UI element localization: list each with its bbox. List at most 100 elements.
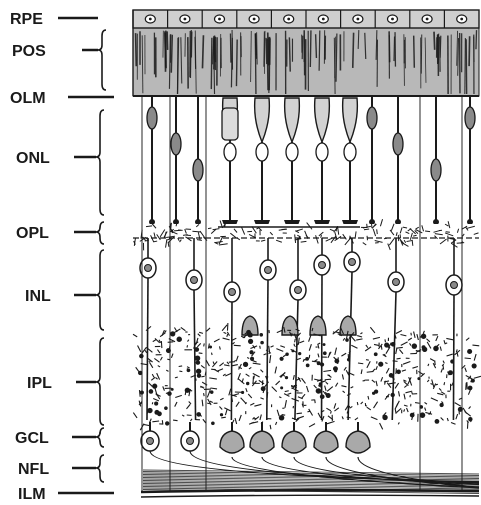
ipl-synaptic-branch — [451, 422, 456, 424]
ipl-synaptic-branch — [309, 424, 315, 427]
ipl-synaptic-branch — [468, 390, 470, 395]
ipl-synapse — [241, 391, 244, 394]
ipl-synapse — [139, 354, 144, 359]
ipl-synapse — [187, 368, 191, 372]
rpe-nucleolus — [149, 18, 152, 21]
ipl-synapse — [209, 345, 212, 348]
ipl-synaptic-branch — [207, 390, 210, 397]
ipl-synaptic-branch — [204, 393, 205, 396]
ipl-synapse — [347, 358, 350, 361]
ipl-synaptic-branch — [381, 377, 383, 381]
ipl-synaptic-branch — [360, 333, 362, 334]
ipl-synaptic-branch — [156, 378, 158, 380]
outer-segment-stroke — [310, 30, 311, 67]
ipl-synaptic-branch — [351, 387, 354, 388]
ipl-synaptic-branch — [446, 338, 453, 339]
rpe-nucleolus — [184, 18, 187, 21]
ipl-synaptic-branch — [270, 355, 271, 363]
ipl-synaptic-branch — [253, 417, 255, 419]
ipl-synaptic-branch — [381, 346, 382, 350]
inl-nucleus — [349, 259, 356, 266]
rod-nucleus — [171, 133, 181, 155]
ipl-synapse — [316, 388, 322, 394]
ipl-synapse — [152, 384, 157, 389]
ipl-synaptic-branch — [157, 350, 160, 354]
pointer-opl-bracket — [96, 222, 104, 244]
ipl-synapse — [378, 362, 383, 367]
ipl-synaptic-branch — [260, 415, 261, 420]
ipl-synaptic-branch — [334, 408, 338, 411]
ipl-synaptic-branch — [237, 356, 239, 361]
ipl-synaptic-branch — [248, 394, 252, 398]
ipl-synaptic-branch — [423, 331, 424, 334]
label-olm: OLM — [10, 90, 46, 107]
ipl-synapse — [196, 412, 201, 417]
ganglion-cell-body — [314, 431, 338, 453]
ipl-synaptic-branch — [312, 328, 313, 331]
ipl-synapse — [334, 359, 339, 364]
opl-dendrite — [364, 229, 369, 230]
ipl-synapse — [147, 408, 152, 413]
ipl-synaptic-branch — [203, 419, 206, 423]
ipl-synaptic-branch — [224, 408, 230, 411]
ipl-synaptic-branch — [213, 362, 214, 365]
ipl-synaptic-branch — [395, 408, 396, 413]
ipl-synapse — [170, 331, 175, 336]
cone-inner-segment — [315, 98, 330, 142]
ipl-synapse — [326, 393, 331, 398]
ipl-synaptic-branch — [277, 410, 279, 416]
ipl-synaptic-branch — [227, 362, 229, 364]
ipl-synaptic-branch — [302, 378, 306, 383]
ipl-synaptic-branch — [296, 413, 301, 414]
ipl-synaptic-branch — [206, 328, 210, 331]
ipl-synaptic-branch — [179, 366, 182, 367]
ipl-synaptic-branch — [385, 363, 387, 364]
outer-segment-stroke — [414, 36, 415, 68]
bipolar-axon — [194, 290, 196, 420]
ipl-synaptic-branch — [466, 338, 469, 341]
ipl-synaptic-branch — [179, 371, 182, 372]
ipl-synaptic-branch — [246, 374, 250, 377]
ipl-synapse — [211, 422, 215, 426]
ipl-synaptic-branch — [275, 367, 276, 374]
opl-dendrite — [446, 232, 450, 233]
ipl-synaptic-branch — [285, 400, 287, 408]
ipl-synaptic-branch — [152, 402, 153, 404]
rpe-nucleolus — [218, 18, 221, 21]
rpe-nucleolus — [426, 18, 429, 21]
label-ipl: IPL — [27, 375, 52, 392]
ipl-synaptic-branch — [309, 344, 311, 350]
ipl-synapse — [176, 337, 181, 342]
ipl-synaptic-branch — [325, 386, 326, 391]
ipl-synapse — [248, 339, 253, 344]
ipl-synaptic-branch — [357, 402, 358, 405]
ipl-synaptic-branch — [187, 345, 188, 347]
ipl-synapse — [412, 343, 417, 348]
ipl-synaptic-branch — [389, 383, 396, 384]
opl-dendrite — [192, 231, 200, 232]
ipl-synaptic-branch — [246, 388, 247, 392]
ipl-synaptic-branch — [235, 418, 237, 424]
ipl-synaptic-branch — [223, 338, 230, 340]
opl-dendrite — [425, 231, 430, 232]
ipl-synapse — [285, 352, 288, 355]
ipl-synaptic-branch — [260, 346, 261, 349]
ipl-synaptic-branch — [443, 361, 444, 364]
ipl-synaptic-branch — [372, 380, 375, 383]
ipl-synaptic-branch — [376, 366, 377, 370]
ipl-synaptic-branch — [404, 385, 407, 387]
ipl-synaptic-branch — [233, 342, 235, 344]
ipl-synaptic-branch — [241, 398, 246, 404]
ipl-synapse — [334, 369, 337, 372]
ipl-synaptic-branch — [403, 362, 410, 365]
opl-dendrite — [321, 235, 322, 238]
ipl-synapse — [185, 388, 190, 393]
ipl-synapse — [450, 359, 454, 363]
ipl-synaptic-branch — [336, 383, 338, 387]
ipl-synapse — [210, 390, 214, 394]
ipl-synaptic-branch — [152, 374, 154, 377]
ipl-synapse — [220, 413, 223, 416]
ipl-synaptic-branch — [358, 363, 363, 364]
ipl-synapse — [320, 363, 324, 367]
cone-nucleus — [256, 143, 268, 161]
